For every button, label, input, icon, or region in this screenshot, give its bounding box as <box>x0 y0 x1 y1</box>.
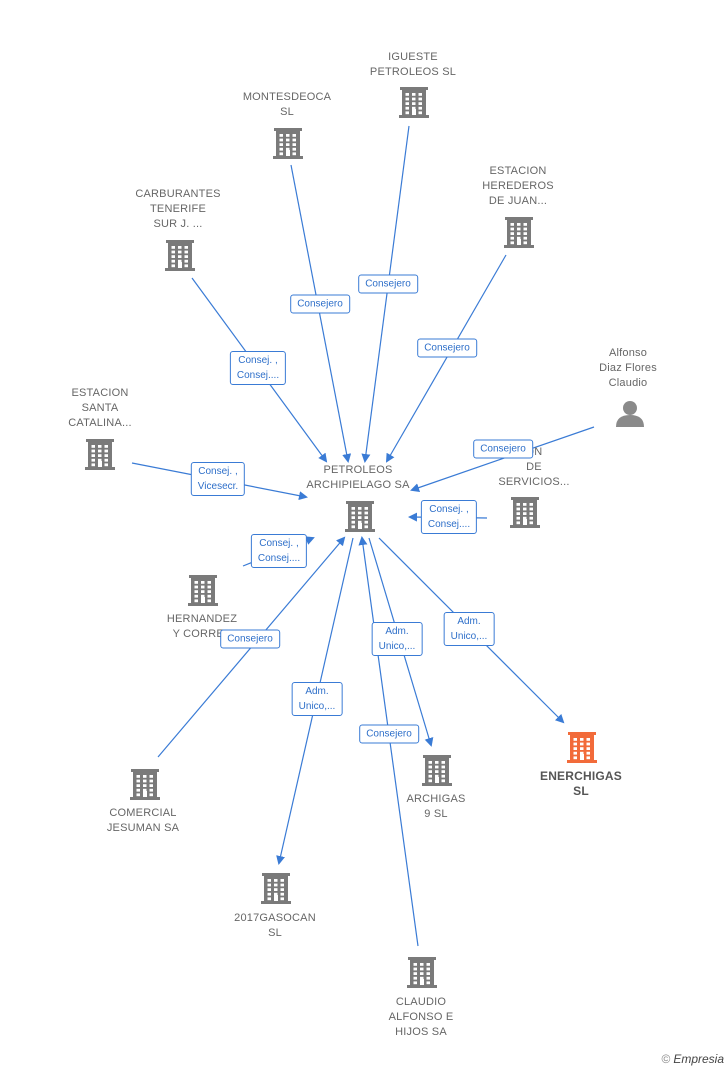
node-label-carburantes[interactable]: CARBURANTES TENERIFE SUR J. ... <box>135 188 221 230</box>
node-label-enerchigas[interactable]: ENERCHIGAS SL <box>539 769 623 798</box>
edge-label-hernandez[interactable]: Consej. , Consej.... <box>250 534 308 568</box>
building-icon-gasocan[interactable] <box>261 873 291 904</box>
edge-label-petroleos[interactable]: Adm. Unico,... <box>371 622 423 656</box>
building-icon-igueste[interactable] <box>399 87 429 118</box>
copyright-symbol: © <box>661 1052 671 1066</box>
node-label-estacion_servicios[interactable]: ON DE SERVICIOS... <box>498 446 570 488</box>
building-icon-estacion_herederos[interactable] <box>504 217 534 248</box>
edge-label-igueste[interactable]: Consejero <box>358 274 418 294</box>
building-icon-estacion_servicios[interactable] <box>510 497 540 528</box>
node-label-claudio[interactable]: CLAUDIO ALFONSO E HIJOS SA <box>388 996 454 1038</box>
node-label-gasocan[interactable]: 2017GASOCAN SL <box>234 912 316 939</box>
node-label-petroleos[interactable]: PETROLEOS ARCHIPIELAGO SA <box>306 464 410 491</box>
edge-igueste-to-petroleos <box>361 125 410 463</box>
edge-label-estacion_santa[interactable]: Consej. , Vicesecr. <box>190 462 246 496</box>
edge-label-petroleos[interactable]: Adm. Unico,... <box>291 682 343 716</box>
building-icon-archigas[interactable] <box>422 755 452 786</box>
edge-label-petroleos[interactable]: Adm. Unico,... <box>443 612 495 646</box>
building-icon-petroleos[interactable] <box>345 501 375 532</box>
node-label-comercial[interactable]: COMERCIAL JESUMAN SA <box>106 807 180 834</box>
node-label-archigas[interactable]: ARCHIGAS 9 SL <box>406 793 466 820</box>
building-icon-hernandez[interactable] <box>188 575 218 606</box>
building-icon-enerchigas[interactable] <box>567 732 597 763</box>
brand-name: Empresia <box>673 1052 724 1066</box>
edge-estacion_herederos-to-petroleos <box>385 254 507 463</box>
node-label-estacion_herederos[interactable]: ESTACION HEREDEROS DE JUAN... <box>482 165 554 207</box>
building-icon-carburantes[interactable] <box>165 240 195 271</box>
edge-label-montesdeoca[interactable]: Consejero <box>290 294 350 314</box>
node-label-alfonso[interactable]: Alfonso Diaz Flores Claudio <box>599 347 657 389</box>
building-icon-comercial[interactable] <box>130 769 160 800</box>
edge-label-estacion_herederos[interactable]: Consejero <box>417 338 477 358</box>
person-icon-alfonso[interactable] <box>616 401 644 427</box>
edge-label-alfonso[interactable]: Consejero <box>473 439 533 459</box>
building-icon-montesdeoca[interactable] <box>273 128 303 159</box>
edge-label-claudio[interactable]: Consejero <box>359 724 419 744</box>
edge-label-estacion_servicios[interactable]: Consej. , Consej.... <box>420 500 478 534</box>
building-icon-claudio[interactable] <box>407 957 437 988</box>
edge-label-comercial[interactable]: Consejero <box>220 629 280 649</box>
edge-label-carburantes[interactable]: Consej. , Consej.... <box>229 351 287 385</box>
node-label-igueste[interactable]: IGUESTE PETROLEOS SL <box>369 51 457 78</box>
edge-alfonso-to-petroleos <box>410 426 595 492</box>
footer-brand: ©Empresia <box>661 1052 724 1066</box>
node-label-estacion_santa[interactable]: ESTACION SANTA CATALINA... <box>68 387 132 429</box>
building-icon-estacion_santa[interactable] <box>85 439 115 470</box>
node-label-montesdeoca[interactable]: MONTESDEOCA SL <box>242 91 332 118</box>
node-label-hernandez[interactable]: HERNANDEZ Y CORREA <box>166 613 238 640</box>
